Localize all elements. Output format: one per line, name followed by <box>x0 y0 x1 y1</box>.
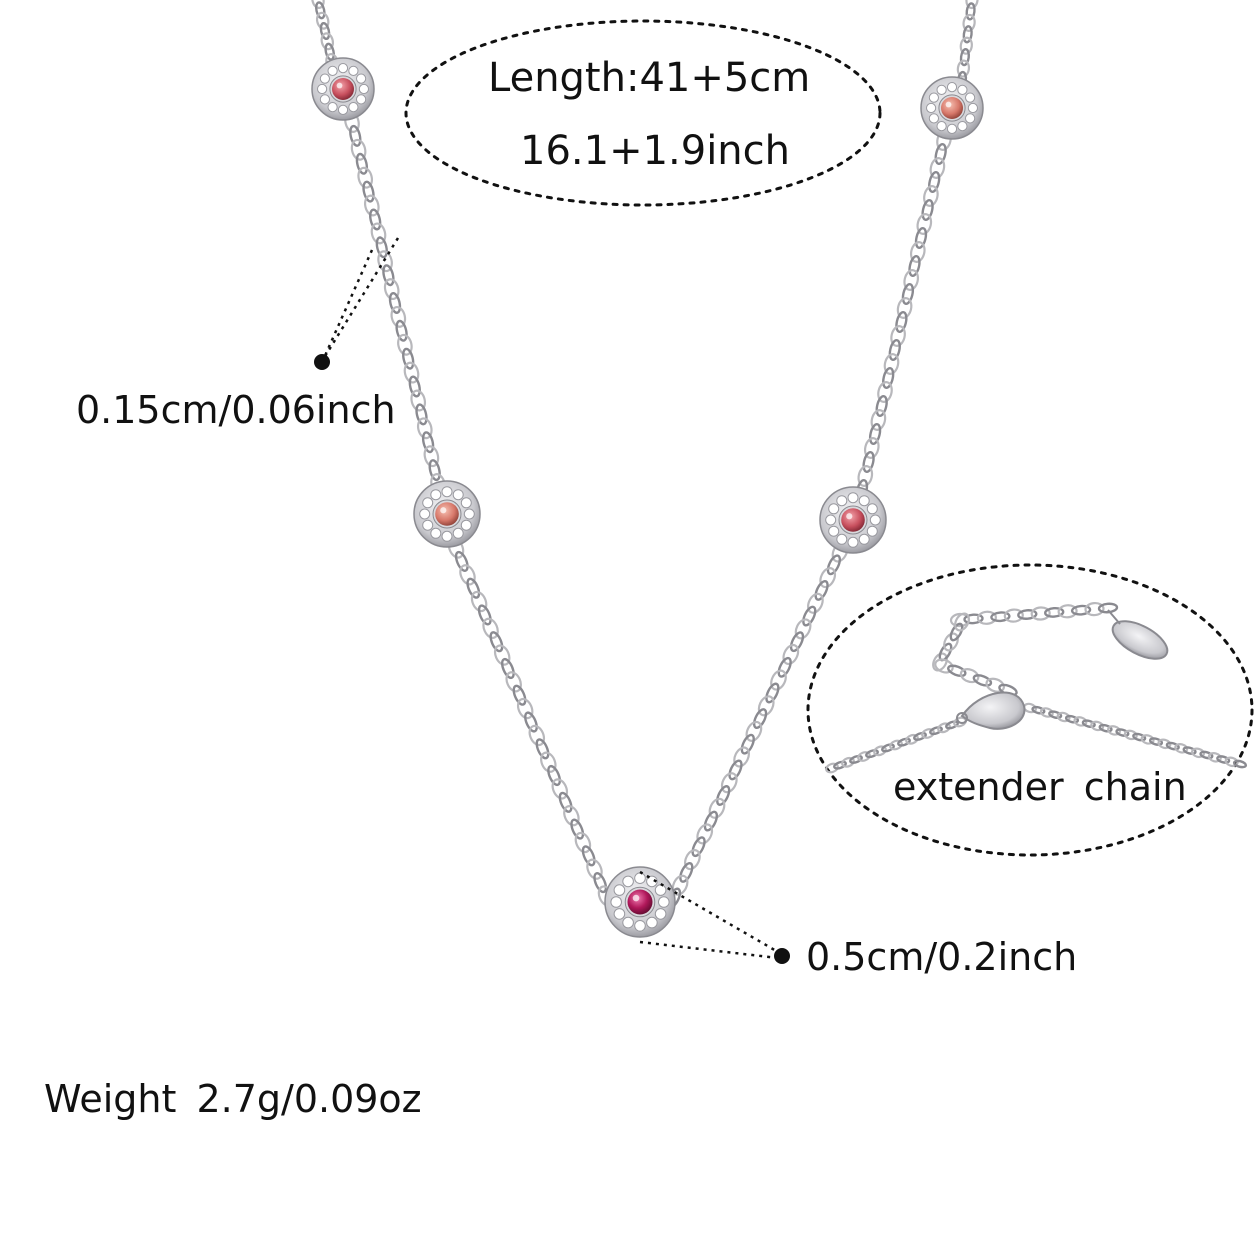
gem-station-middle-right <box>819 486 887 554</box>
gem-station-center <box>604 866 676 938</box>
pendant-size-label: 0.5cm/0.2inch <box>806 935 1078 979</box>
gem-stations <box>311 57 984 938</box>
extender-chain-label: extender chain <box>893 765 1187 809</box>
length-cm-label: Length:41+5cm <box>488 55 811 101</box>
extender-chain-links-top <box>949 601 1119 628</box>
extender-chain-drawing <box>825 601 1248 774</box>
lobster-clasp <box>956 691 1026 730</box>
length-inch-label: 16.1+1.9inch <box>520 128 790 174</box>
gem-station-top-right <box>920 76 984 140</box>
extender-thin-chain-left <box>825 716 967 774</box>
extender-chain-links-curve <box>932 612 970 672</box>
weight-label: Weight 2.7g/0.09oz <box>44 1077 422 1121</box>
extender-thin-chain-right <box>1023 702 1248 769</box>
chain-segment-left-upper <box>344 111 446 495</box>
chain-segment-left-lower <box>447 537 615 907</box>
chain-width-pointer <box>314 237 400 370</box>
chain-width-label: 0.15cm/0.06inch <box>76 388 396 432</box>
gem-station-top-left <box>311 57 375 121</box>
pendant-size-pointer <box>639 870 790 964</box>
extender-chain-links-lower <box>934 658 1018 697</box>
chain-segment-top-right <box>956 0 979 90</box>
necklace-chain <box>311 0 979 909</box>
length-callout-ellipse <box>404 19 882 207</box>
extender-end-tag <box>1107 609 1169 660</box>
extender-callout-ellipse <box>806 563 1254 857</box>
chain-segment-right-upper <box>855 129 952 501</box>
gem-station-middle-left <box>413 480 481 548</box>
chain-segment-right-lower <box>666 541 849 909</box>
